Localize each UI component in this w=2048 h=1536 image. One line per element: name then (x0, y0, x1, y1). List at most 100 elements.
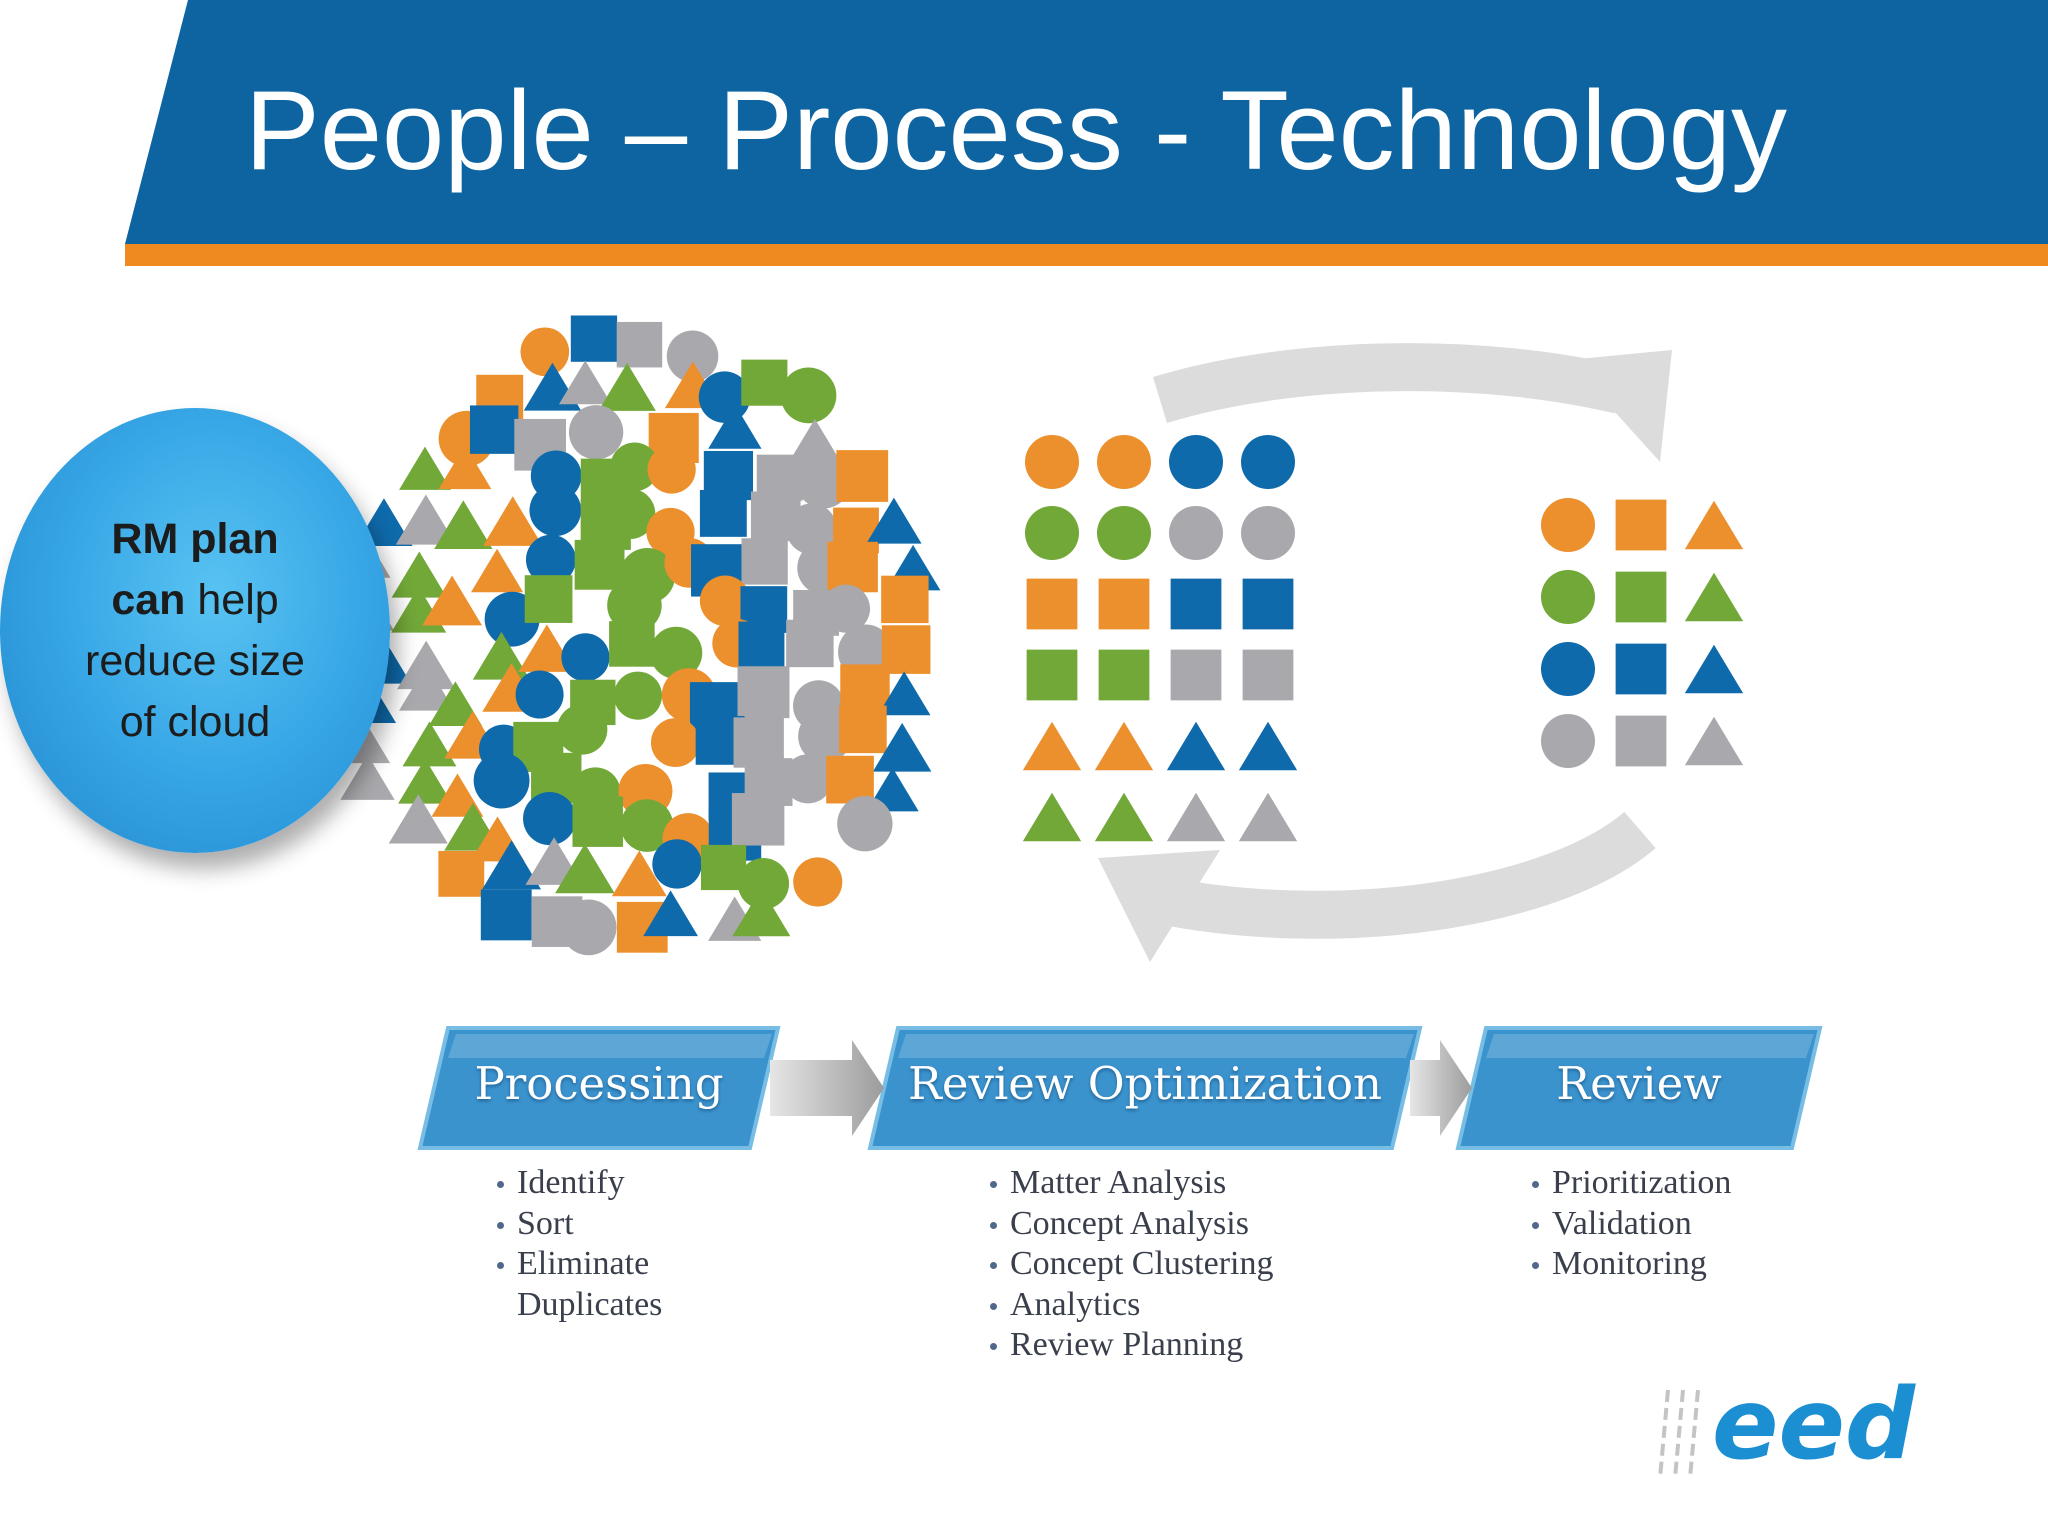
green-triangle-icon (402, 721, 457, 767)
orange-square-icon (881, 625, 931, 674)
green-circle-icon (604, 488, 656, 540)
blue-circle-icon (652, 839, 702, 889)
stage-box (867, 1026, 1423, 1150)
bullet-item: Review Planning (988, 1325, 1273, 1366)
blue-circle-icon (1169, 435, 1223, 489)
stage-label-review-optimization: Review Optimization (907, 1057, 1383, 1110)
green-triangle-icon (472, 631, 531, 680)
gray-square-icon (1242, 649, 1294, 701)
orange-square-icon (839, 705, 887, 754)
bullet-item: Eliminate Duplicates (495, 1244, 662, 1325)
orange-triangle-icon (611, 850, 667, 897)
gray-triangle-icon (788, 418, 842, 464)
orange-triangle-icon (518, 624, 576, 672)
unorganized-shape-cloud (334, 315, 941, 956)
blue-square-icon (1615, 643, 1667, 695)
banner-orange-stripe (125, 244, 2048, 266)
gray-triangle-icon (1238, 792, 1298, 842)
top-cycle-arrow (1152, 343, 1626, 423)
bullet-item: Monitoring (1530, 1244, 1731, 1285)
blue-triangle-icon (1684, 644, 1744, 694)
summary-shape-grid (1541, 498, 1744, 768)
orange-triangle-icon (1684, 500, 1744, 550)
blue-triangle-icon (866, 497, 922, 544)
orange-triangle-icon (422, 575, 482, 626)
green-circle-icon (650, 626, 703, 680)
stage-box-highlight (448, 1034, 772, 1058)
gray-triangle-icon (340, 754, 395, 800)
gray-square-icon (1170, 649, 1222, 701)
blue-circle-icon (561, 633, 610, 682)
stage-label-processing: Processing (474, 1057, 724, 1110)
green-square-icon (572, 796, 623, 847)
green-triangle-icon (391, 551, 447, 598)
green-triangle-icon (428, 681, 483, 727)
gray-circle-icon (568, 405, 624, 460)
callout-bubble: RM plan can help reduce size of cloud (0, 408, 390, 853)
blue-triangle-icon (877, 671, 931, 716)
bullet-item: Concept Analysis (988, 1204, 1273, 1245)
gray-square-icon (741, 538, 788, 585)
orange-square-icon (840, 664, 890, 714)
orange-triangle-icon (1094, 721, 1154, 771)
orange-circle-icon (793, 857, 843, 907)
green-triangle-icon (1022, 792, 1082, 842)
logo-text: eed (1712, 1368, 1916, 1482)
green-triangle-icon (398, 758, 453, 804)
orange-square-icon (826, 755, 874, 804)
blue-circle-icon (473, 752, 530, 809)
green-square-icon (524, 575, 573, 623)
banner-blue-band (125, 0, 2048, 244)
green-triangle-icon (598, 362, 656, 411)
blue-triangle-icon (1238, 721, 1298, 771)
green-triangle-icon (1094, 792, 1154, 842)
orange-circle-icon (1025, 435, 1079, 489)
title-banner (125, 0, 2048, 266)
blue-triangle-icon (1166, 721, 1226, 771)
blue-triangle-icon (482, 840, 542, 890)
orange-circle-icon (520, 327, 570, 377)
blue-square-icon (570, 315, 618, 362)
green-circle-icon (780, 367, 837, 424)
gray-square-icon (731, 793, 785, 846)
blue-square-icon (738, 621, 785, 668)
gray-circle-icon (821, 584, 871, 633)
bullet-item: Concept Clustering (988, 1244, 1273, 1285)
gray-triangle-icon (388, 794, 448, 844)
blue-square-icon (1242, 578, 1294, 630)
green-triangle-icon (399, 446, 451, 490)
bullet-item: Prioritization (1530, 1163, 1731, 1204)
blue-circle-icon (529, 484, 582, 537)
green-square-icon (574, 539, 625, 590)
review-bullet-list: Prioritization Validation Monitoring (1530, 1163, 1731, 1285)
gray-circle-icon (783, 754, 833, 804)
stage-label-review: Review (1556, 1057, 1722, 1110)
sorted-shape-grid (1022, 435, 1298, 842)
gray-square-icon (616, 321, 663, 368)
blue-circle-icon (1241, 435, 1295, 489)
top-cycle-arrowhead (1568, 350, 1672, 462)
bullet-item: Validation (1530, 1204, 1731, 1245)
bullet-item: Identify (495, 1163, 662, 1204)
green-circle-icon (607, 578, 662, 633)
orange-triangle-icon (431, 773, 484, 817)
gray-circle-icon (1241, 506, 1295, 560)
green-triangle-icon (1684, 572, 1744, 622)
orange-triangle-icon (471, 548, 524, 593)
green-circle-icon (613, 671, 662, 720)
bottom-cycle-arrow (1155, 811, 1656, 939)
gray-circle-icon (798, 709, 852, 763)
gray-square-icon (1615, 715, 1667, 767)
green-square-icon (1026, 649, 1078, 701)
blue-triangle-icon (872, 722, 932, 772)
orange-square-icon (1615, 499, 1667, 551)
green-circle-icon (557, 704, 608, 755)
orange-circle-icon (1097, 435, 1151, 489)
chevron-arrow-icon (1410, 1040, 1472, 1136)
green-circle-icon (620, 799, 674, 852)
orange-triangle-icon (483, 496, 543, 546)
green-triangle-icon (434, 500, 493, 549)
review-optimization-bullet-list: Matter Analysis Concept Analysis Concept… (988, 1163, 1273, 1366)
bullet-text: Sort (517, 1204, 574, 1242)
